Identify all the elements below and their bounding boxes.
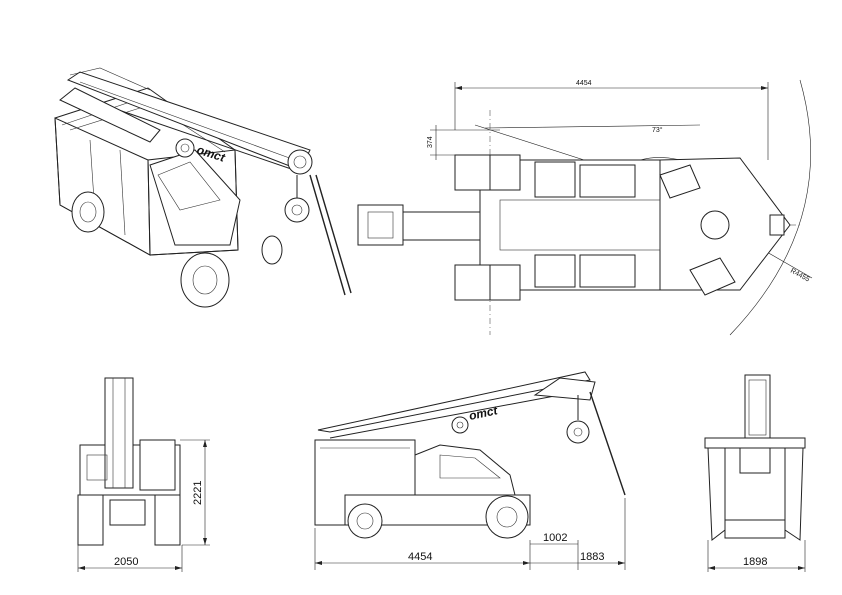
front-view: 2050 2221 xyxy=(77,377,210,572)
top-view: 4454 374 73° R4455 xyxy=(357,79,813,336)
top-length-dim: 4454 xyxy=(576,80,592,87)
isometric-view: omct xyxy=(54,67,352,308)
top-offset-dim: 374 xyxy=(427,136,434,148)
brand-logo-side: omct xyxy=(468,403,500,423)
side-view: omct 4454 1002 1883 xyxy=(314,371,626,570)
top-angle-dim: 73° xyxy=(652,126,663,134)
top-radius-dim: R4455 xyxy=(789,268,811,284)
side-reach-dim: 1883 xyxy=(580,551,604,563)
rear-width-dim: 1898 xyxy=(743,556,767,568)
front-height-dim: 2221 xyxy=(192,481,204,505)
front-width-dim: 2050 xyxy=(114,556,138,568)
rear-view: 1898 xyxy=(704,374,806,572)
side-length-dim: 4454 xyxy=(408,551,432,563)
side-overhang-dim: 1002 xyxy=(543,532,567,544)
